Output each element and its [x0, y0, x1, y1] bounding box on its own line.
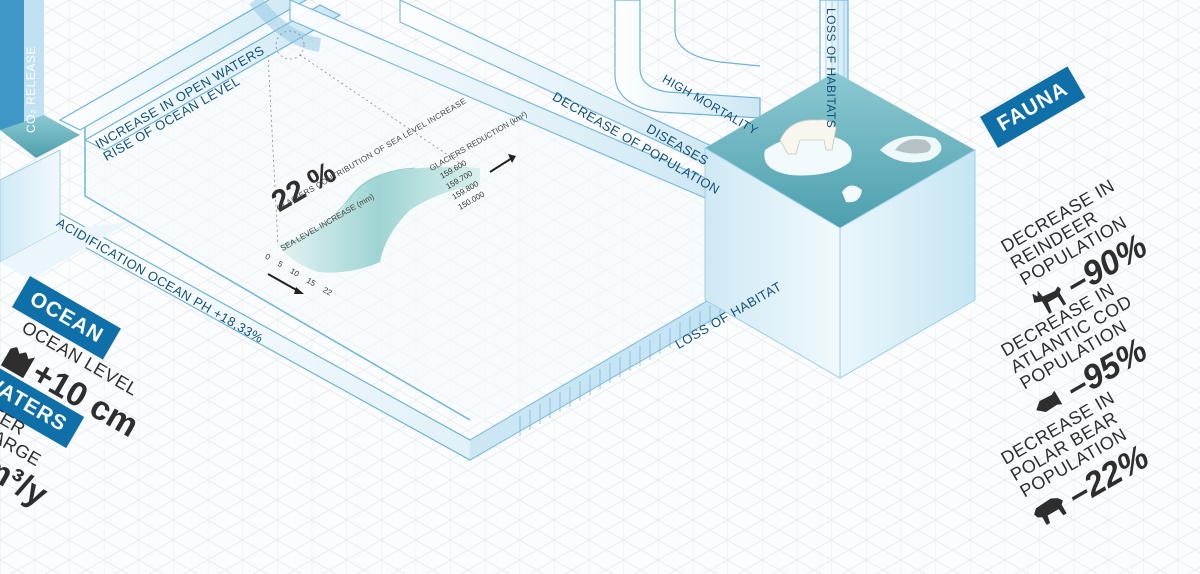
flow-loss-of-habitats: LOSS OF HABITATS: [822, 8, 840, 128]
fauna-ice-block: [704, 72, 976, 379]
flow-label: CO₂ RELEASE: [24, 46, 38, 133]
left-ice-column: [0, 0, 130, 280]
tick-label: 5: [276, 259, 285, 270]
glacier-chart: [267, 30, 516, 294]
flow-label: LOSS OF HABITATS: [824, 8, 838, 129]
seal-icon: [895, 139, 931, 154]
flow-co2-release: CO₂ RELEASE: [22, 46, 40, 133]
polar-bear-icon: [779, 119, 837, 155]
